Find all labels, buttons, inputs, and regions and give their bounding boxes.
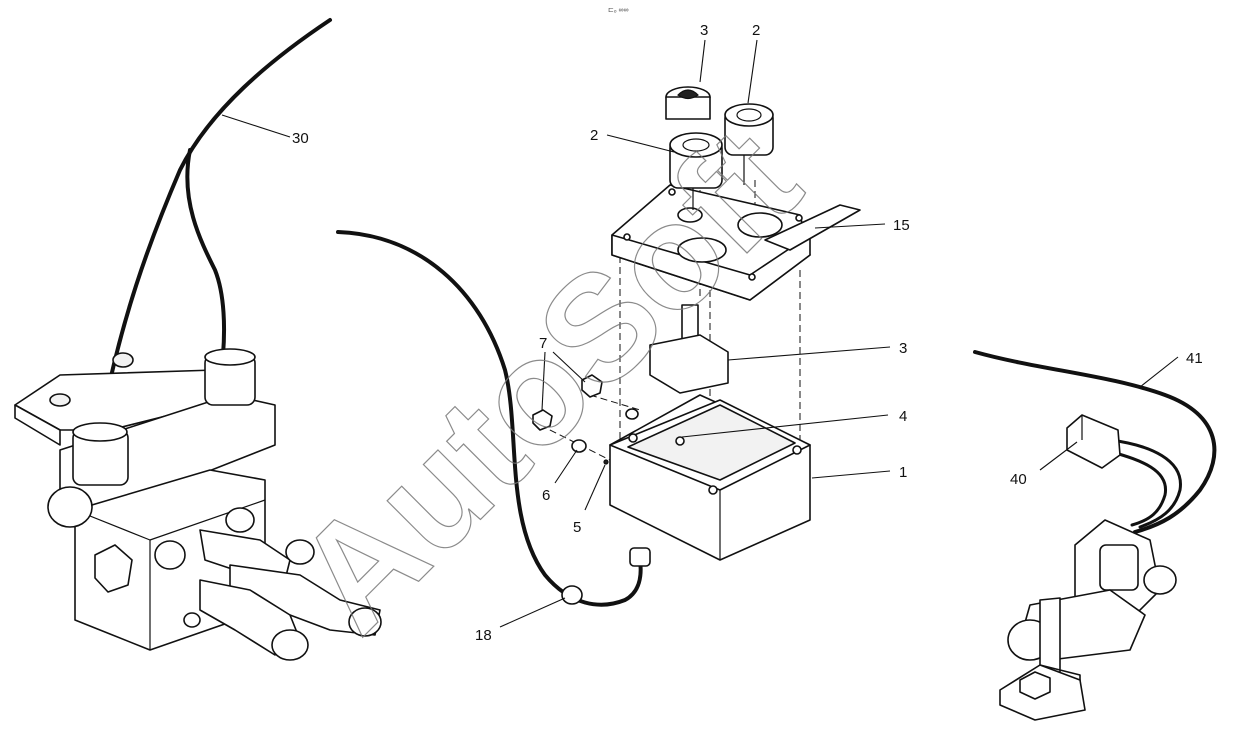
dust-cap-mark: [677, 89, 699, 100]
leader-1: [811, 470, 891, 479]
bracket-bolt-a: [49, 393, 71, 407]
lid-screw-b: [668, 188, 676, 196]
nut-7a: [581, 374, 603, 398]
box-corner-b: [708, 485, 718, 495]
washer-a: [625, 408, 639, 420]
hose-fitting-c-end: [271, 629, 309, 661]
screw-5: [603, 459, 609, 465]
leader-2-left: [606, 134, 675, 153]
callout-3-mid: 3: [899, 340, 907, 357]
connector-right-face: [724, 103, 774, 127]
leader-30: [221, 114, 291, 138]
lid-screw-d: [748, 273, 756, 281]
callout-7: 7: [539, 335, 547, 352]
wire-b: [1110, 450, 1167, 527]
connector-left-face: [669, 132, 723, 158]
leader-2-right: [747, 39, 758, 104]
callout-15: 15: [893, 217, 910, 234]
switch-body: [649, 334, 729, 394]
callout-40: 40: [1010, 471, 1027, 488]
port-fitting-a: [154, 540, 186, 570]
callout-4: 4: [899, 408, 907, 425]
leader-6: [554, 449, 578, 484]
leader-18: [499, 597, 566, 628]
bracket-bolt: [1019, 671, 1051, 700]
lid-hole-b: [737, 212, 783, 238]
lid-hole-a: [677, 207, 703, 223]
assembly-line-g: [589, 394, 641, 411]
leader-4: [681, 414, 889, 438]
solenoid-cap-right-top: [204, 348, 256, 366]
valve-block-assembly: [14, 18, 382, 661]
callout-3-top: 3: [700, 22, 708, 39]
box-corner-c: [792, 445, 802, 455]
callout-18: 18: [475, 627, 492, 644]
callout-5: 5: [573, 519, 581, 536]
top-mark: ⊏ₒ ∞∞: [608, 7, 628, 14]
leader-15: [814, 223, 886, 229]
nut-7b: [532, 409, 553, 431]
cable-grommet: [629, 547, 651, 567]
cable-41: [973, 350, 1217, 534]
grommet-18: [561, 585, 583, 605]
valve-body-edge-top2: [149, 499, 266, 541]
solenoid-valve-assembly: [973, 350, 1217, 721]
lid-screw-a: [623, 233, 631, 241]
box-cavity: [627, 404, 796, 481]
leader-7a: [552, 351, 586, 383]
callout-41: 41: [1186, 350, 1203, 367]
solenoid-cap-left-top: [72, 422, 128, 442]
callout-2-right: 2: [752, 22, 760, 39]
leader-40: [1039, 441, 1078, 471]
callout-1: 1: [899, 464, 907, 481]
mounting-bracket-edge: [14, 404, 61, 446]
connector-40: [1066, 414, 1121, 469]
label-plate: [764, 204, 861, 251]
leader-5: [584, 464, 606, 511]
callout-2-left: 2: [590, 127, 598, 144]
hose-fitting-b-end: [348, 607, 382, 637]
connector-left-pins: [682, 138, 710, 152]
cable-30-a: [98, 18, 332, 432]
lid-hole-c: [677, 237, 727, 263]
connector-right-pins: [736, 108, 762, 122]
leader-3-top: [699, 39, 706, 83]
small-plug: [183, 612, 201, 628]
leader-41: [1139, 356, 1179, 388]
box-corner-a: [628, 433, 638, 443]
bracket-bolt-b: [112, 352, 134, 368]
leader-3-mid: [727, 346, 891, 361]
hex-plug: [94, 544, 133, 593]
callout-numbers: 30 3 2 2 15 3 7 4 1 6 5 18 41 40: [292, 22, 1203, 644]
callout-30: 30: [292, 130, 309, 147]
box-ground-point: [675, 436, 685, 446]
cable-30-b: [185, 148, 227, 357]
callout-6: 6: [542, 487, 550, 504]
hose-fitting-a-nut: [285, 539, 315, 565]
valve-port: [1143, 565, 1177, 595]
cable-18: [336, 230, 643, 607]
lid-screw-c: [795, 214, 803, 222]
junction-box-assembly: [336, 86, 861, 607]
coil-cap: [1099, 544, 1139, 591]
wire-a: [1108, 438, 1182, 529]
washer-6: [571, 439, 587, 453]
leader-7b: [541, 351, 546, 411]
side-plug: [47, 486, 93, 528]
leader-lines: [221, 39, 1179, 628]
port-fitting-b: [225, 507, 255, 533]
